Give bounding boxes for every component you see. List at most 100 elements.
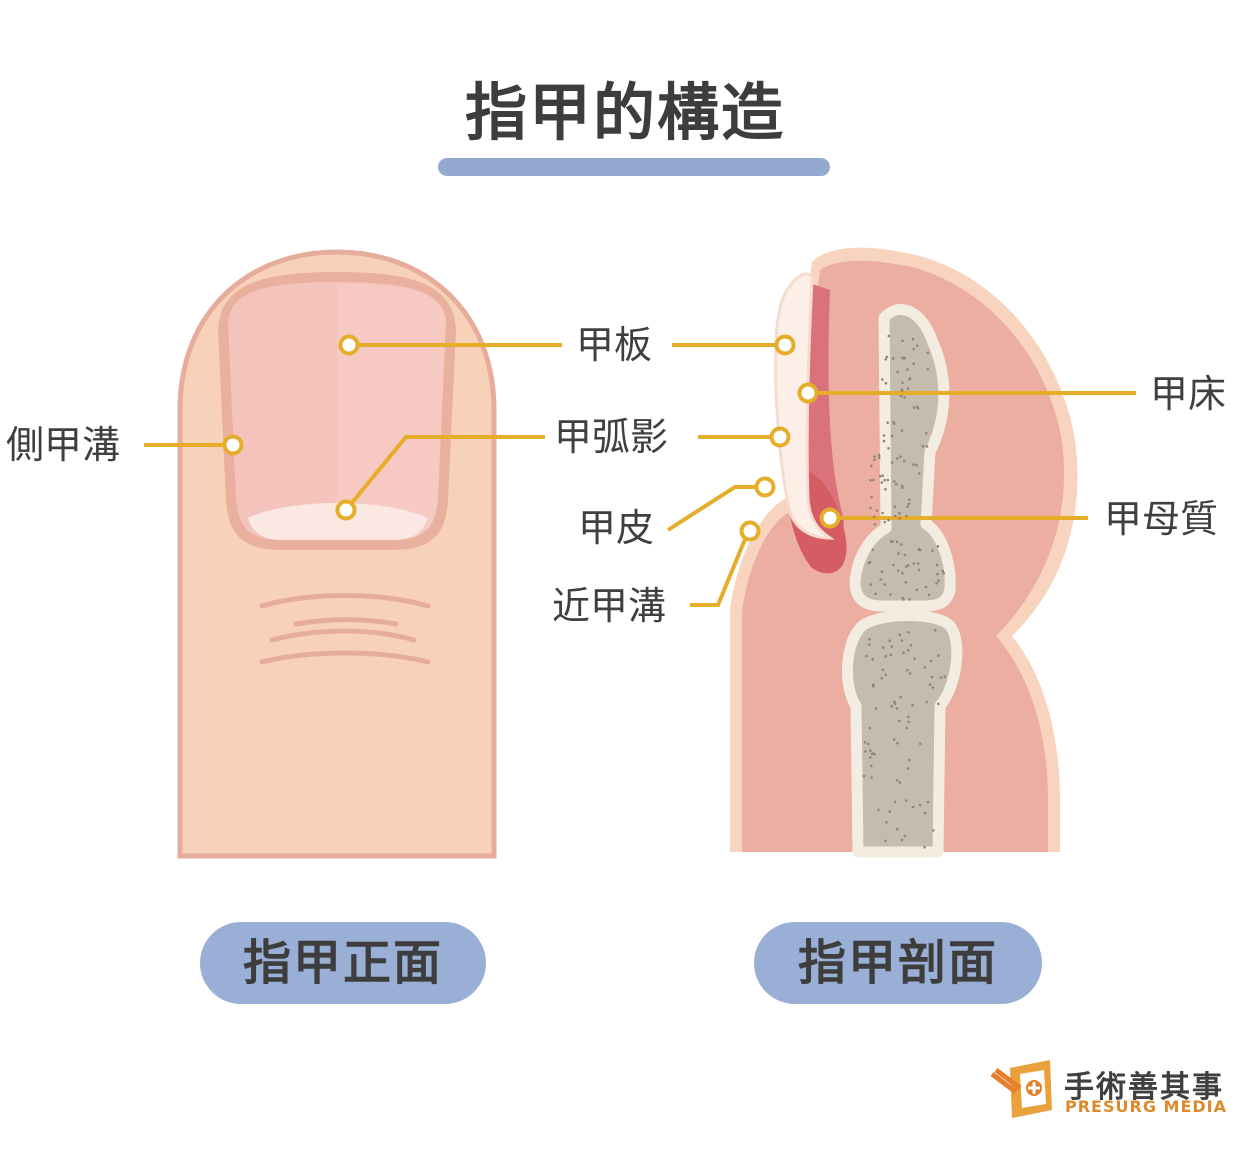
bone-speck: [937, 654, 940, 657]
bone-speck: [911, 337, 915, 341]
bone-speck: [912, 406, 916, 409]
bone-speck: [903, 396, 906, 399]
bone-speck: [919, 742, 922, 746]
bone-speck: [901, 571, 904, 575]
front-view-label: 指甲正面: [200, 922, 486, 1004]
nail-front-view: [177, 249, 497, 859]
bone-speck: [887, 334, 891, 338]
bone-speck: [870, 764, 873, 768]
bone-speck: [882, 646, 885, 649]
bone-speck: [906, 368, 909, 371]
bone-speck: [921, 444, 925, 448]
bone-speck: [895, 827, 899, 831]
bone-speck: [881, 668, 885, 672]
bone-speck: [907, 564, 910, 567]
bone-speck: [884, 358, 888, 361]
bone-speck: [892, 563, 895, 567]
bone-speck: [896, 569, 900, 572]
bone-speck: [937, 702, 940, 706]
bone-speck: [880, 570, 884, 573]
bone-speck: [868, 643, 871, 647]
bone-speck: [929, 659, 933, 663]
label-nail-bed: 甲床: [1150, 372, 1227, 416]
bone-speck: [870, 752, 874, 756]
distal-phalanx: [849, 304, 956, 612]
page-title: 指甲的構造: [464, 76, 785, 149]
bone-speck: [926, 367, 930, 371]
bone-speck: [933, 629, 937, 632]
bone-speck: [892, 420, 895, 424]
leader-cuticle: [666, 485, 764, 532]
bone-speck: [874, 707, 878, 710]
bone-speck: [884, 673, 888, 677]
bone-speck: [908, 498, 911, 502]
bone-speck: [884, 654, 887, 658]
bone-speck: [935, 563, 939, 567]
label-cuticle: 甲皮: [578, 506, 655, 550]
bone-speck: [905, 726, 909, 730]
bone-speck: [898, 781, 902, 784]
bone-speck: [909, 643, 913, 647]
dot-lunula-section: [769, 426, 791, 448]
bone-speck: [916, 405, 919, 409]
bone-speck: [915, 588, 919, 592]
bone-speck: [915, 344, 919, 348]
bone-speck: [898, 719, 901, 723]
bone-speck: [903, 834, 907, 838]
section-view-label: 指甲剖面: [754, 922, 1042, 1004]
bone-speck: [937, 579, 940, 582]
bone-speck: [865, 654, 868, 658]
bone-speck: [863, 741, 867, 744]
bone-speck: [902, 357, 905, 360]
bone-speck: [904, 799, 908, 802]
bone-speck: [901, 381, 904, 385]
bone-speck: [911, 703, 914, 707]
bone-speck: [896, 741, 899, 745]
bone-speck: [868, 638, 871, 641]
bone-speck: [890, 645, 893, 648]
label-matrix: 甲母質: [1104, 497, 1219, 541]
bone-speck: [936, 572, 939, 576]
bone-speck: [912, 562, 916, 565]
leader-dots: [222, 334, 841, 542]
bone-speck: [925, 700, 929, 704]
bone-speck: [907, 502, 911, 506]
bone-speck: [930, 675, 934, 679]
bone-speck: [869, 749, 872, 752]
title-underline: [438, 158, 830, 176]
bone-speck: [867, 562, 871, 565]
leader-proximal-fold: [690, 531, 750, 607]
label-nail-plate: 甲板: [576, 323, 653, 367]
bone-speck: [891, 357, 895, 360]
bone-speck: [899, 695, 902, 699]
label-lateral-fold: 側甲溝: [6, 423, 121, 467]
bone-speck: [881, 378, 884, 381]
bone-speck: [869, 756, 872, 759]
brand-name-en: PRESURG MEDIA: [1065, 1097, 1227, 1116]
bone-speck: [883, 583, 886, 586]
bone-speck: [942, 572, 946, 575]
bone-speck: [871, 548, 875, 552]
dot-cuticle: [754, 476, 776, 498]
bone-speck: [915, 463, 918, 467]
bone-speck: [918, 472, 921, 475]
bone-speck: [878, 475, 882, 478]
bone-speck: [908, 598, 911, 601]
bone-speck: [912, 362, 915, 366]
bone-speck: [873, 455, 876, 458]
bone-speck: [872, 515, 876, 518]
bone-speck: [900, 484, 904, 488]
bone-speck: [873, 523, 877, 526]
bone-speck: [917, 568, 921, 572]
bone-speck: [881, 474, 884, 478]
leader-lines: [144, 343, 1136, 607]
label-proximal-fold: 近甲溝: [552, 584, 667, 628]
bone-speck: [889, 653, 892, 657]
bone-speck: [927, 593, 931, 597]
bone-speck: [892, 738, 896, 741]
bone-speck: [883, 478, 886, 482]
bone-speck: [900, 388, 904, 391]
bone-speck: [866, 742, 870, 746]
bone-speck: [862, 774, 866, 778]
